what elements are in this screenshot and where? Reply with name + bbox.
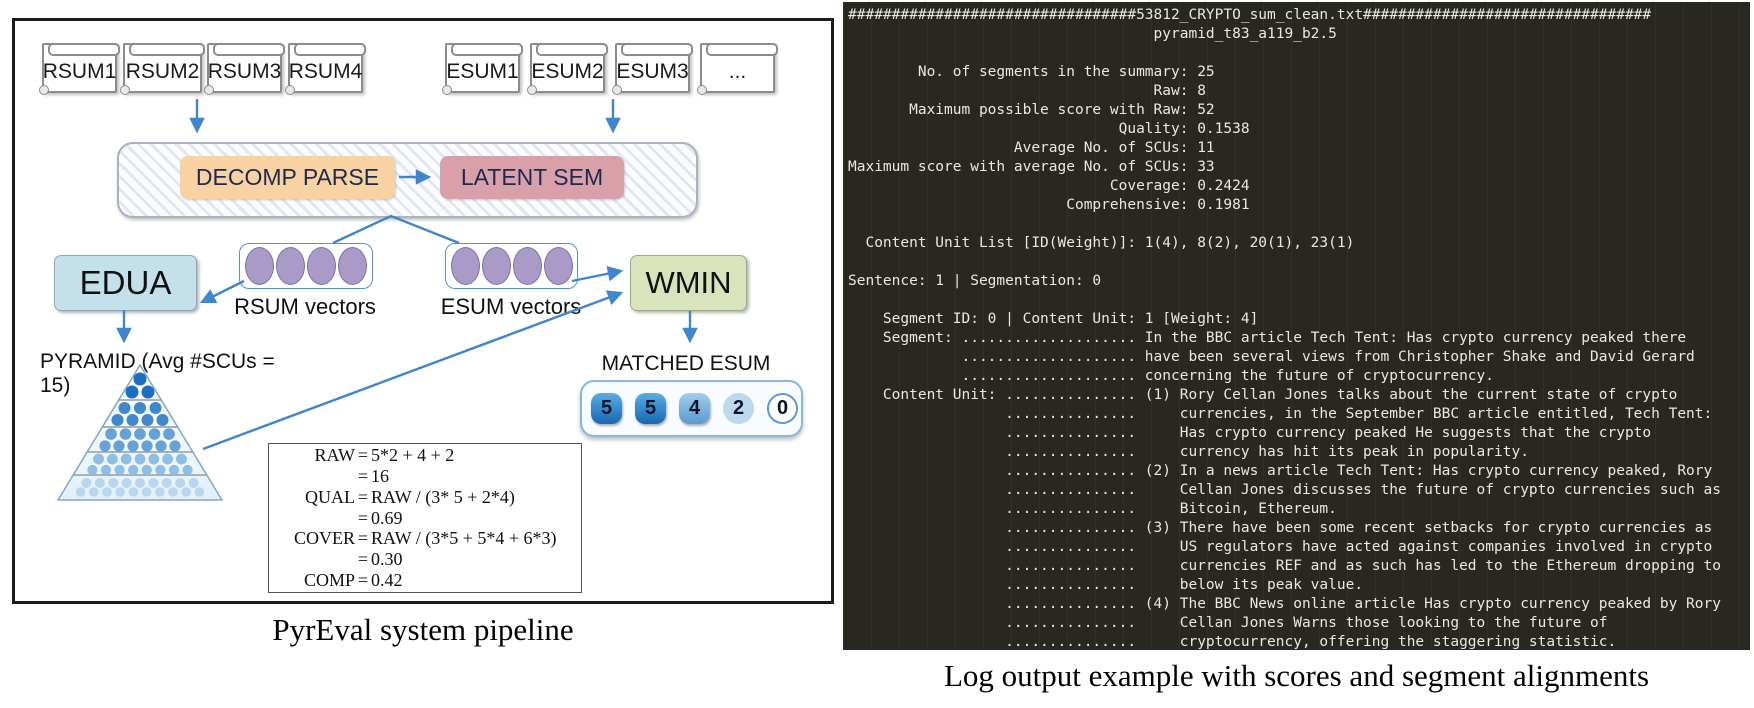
scroll-label: ...: [728, 60, 747, 83]
left-figure-caption: PyrEval system pipeline: [272, 612, 574, 647]
formula-rhs: RAW / (3* 5 + 2*4): [371, 486, 515, 507]
decomp-parse-label: DECOMP PARSE: [195, 164, 380, 190]
formula-rhs: 0.30: [371, 549, 403, 570]
vector-dot-icon: [245, 247, 274, 285]
edua-box: EDUA: [54, 255, 197, 311]
rsum-vectors-box: [239, 243, 373, 289]
scroll-label: ESUM1: [446, 60, 519, 83]
matched-score-chip: 0: [767, 393, 798, 424]
formula-lhs: COVER: [293, 528, 355, 549]
scroll-icon-esum1: ESUM1: [442, 43, 523, 95]
esum-vectors-label: ESUM vectors: [440, 294, 582, 319]
wmin-box: WMIN: [630, 255, 747, 311]
formula-rhs: 0.42: [371, 569, 403, 590]
matched-score-chip: 4: [679, 393, 710, 424]
rsum-vectors-label: RSUM vectors: [234, 294, 376, 319]
wmin-label: WMIN: [645, 265, 732, 300]
scroll-icon-rsum4: RSUM4: [285, 43, 366, 95]
terminal-panel: #################################53812_C…: [843, 2, 1750, 650]
pyramid-label: PYRAMID (Avg #SCUs = 15): [40, 350, 275, 397]
formula-rhs: 16: [371, 466, 389, 486]
latent-sem-box: LATENT SEM: [440, 156, 624, 199]
scroll-icon-esum2: ESUM2: [527, 43, 608, 95]
formula-rhs: RAW / (3*5 + 5*4 + 6*3): [371, 528, 557, 549]
formula-lhs: RAW: [314, 445, 355, 466]
terminal-output: #################################53812_C…: [848, 7, 1721, 650]
edua-label: EDUA: [79, 264, 172, 301]
esum-vectors-box: [445, 243, 578, 289]
vector-dot-icon: [512, 247, 542, 285]
vector-dot-icon: [450, 247, 480, 285]
decomp-parse-box: DECOMP PARSE: [180, 156, 395, 199]
scroll-icon-rsum2: RSUM2: [120, 43, 205, 95]
formula-lhs: COMP: [303, 569, 355, 590]
formula-lhs: QUAL: [305, 486, 355, 507]
scroll-label: ESUM3: [616, 60, 689, 83]
matched-esum-label: MATCHED ESUM: [601, 352, 771, 375]
formula-rhs: 5*2 + 4 + 2: [371, 445, 455, 466]
formula-lhs: [269, 466, 355, 487]
scroll-label: RSUM1: [42, 60, 117, 83]
scroll-label: RSUM4: [288, 60, 363, 83]
vector-dot-icon: [543, 247, 573, 285]
scroll-label: RSUM2: [125, 60, 200, 83]
scroll-label: ESUM2: [531, 60, 604, 83]
vector-dot-icon: [307, 247, 336, 285]
matched-score-chip: 5: [591, 393, 622, 424]
scroll-icon-esum3: ESUM3: [612, 43, 693, 95]
score-formula-box: RAW=5*2 + 4 + 2 =16 QUAL=RAW / (3* 5 + 2…: [268, 443, 582, 593]
scroll-icon-rsum1: RSUM1: [39, 43, 120, 95]
scroll-label: RSUM3: [207, 60, 282, 83]
vector-dot-icon: [481, 247, 511, 285]
matched-esum-container: 5 5 4 2 0: [580, 380, 803, 437]
vector-dot-icon: [338, 247, 367, 285]
scroll-icon-esum-more: ...: [697, 43, 778, 95]
scroll-icon-rsum3: RSUM3: [204, 43, 285, 95]
matched-score-chip: 2: [723, 393, 754, 424]
vector-dot-icon: [276, 247, 305, 285]
latent-sem-label: LATENT SEM: [460, 164, 604, 190]
formula-lhs: [269, 549, 355, 570]
matched-score-chip: 5: [635, 393, 666, 424]
formula-rhs: 0.69: [371, 507, 403, 528]
formula-lhs: [269, 508, 355, 529]
right-figure-caption: Log output example with scores and segme…: [943, 658, 1650, 693]
